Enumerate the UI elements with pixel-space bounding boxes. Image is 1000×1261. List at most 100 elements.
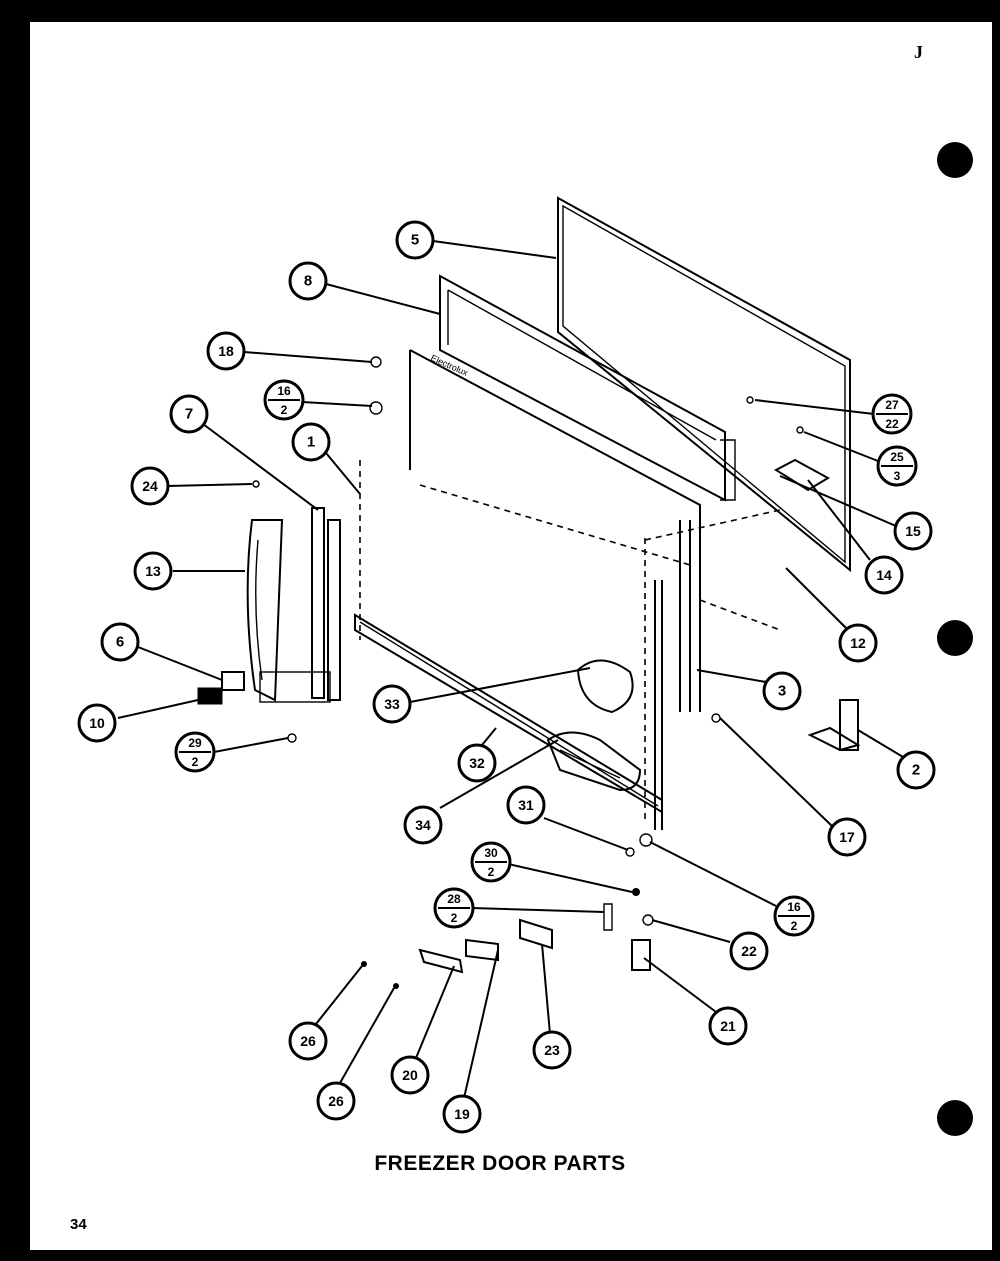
svg-text:10: 10 <box>89 715 105 731</box>
part-31-pin <box>625 847 635 857</box>
callout-16-2-top: 162 <box>263 379 305 421</box>
svg-text:22: 22 <box>885 417 899 431</box>
part-22-washer <box>642 914 654 926</box>
svg-text:23: 23 <box>544 1042 560 1058</box>
binder-hole-bottom <box>937 1100 973 1136</box>
svg-text:3: 3 <box>778 683 786 700</box>
svg-text:33: 33 <box>384 696 400 712</box>
binder-hole-middle <box>937 620 973 656</box>
svg-text:1: 1 <box>307 434 315 451</box>
callout-26-lower: 26 <box>316 1081 356 1121</box>
svg-text:15: 15 <box>905 523 921 539</box>
leader-lines <box>117 240 909 1099</box>
svg-text:26: 26 <box>328 1093 344 1109</box>
svg-text:30: 30 <box>484 846 498 860</box>
part-6-plate <box>221 671 245 691</box>
callout-24: 24 <box>130 466 170 506</box>
callout-3: 3 <box>762 671 802 711</box>
svg-text:31: 31 <box>518 797 534 813</box>
drawing-sheet <box>30 22 992 1250</box>
svg-text:34: 34 <box>415 817 431 833</box>
callout-17: 17 <box>827 817 867 857</box>
callout-13: 13 <box>133 551 173 591</box>
svg-text:16: 16 <box>787 900 801 914</box>
callout-34: 34 <box>403 805 443 845</box>
svg-text:24: 24 <box>142 478 158 494</box>
callout-5: 5 <box>395 220 435 260</box>
svg-text:29: 29 <box>188 736 202 750</box>
binder-hole-top <box>937 142 973 178</box>
svg-text:2: 2 <box>192 755 199 769</box>
svg-text:2: 2 <box>281 403 288 417</box>
part-16-bushing <box>639 833 653 847</box>
svg-text:20: 20 <box>402 1067 418 1083</box>
part-24-screw <box>252 480 260 488</box>
callout-19: 19 <box>442 1094 482 1134</box>
callout-12: 12 <box>838 623 878 663</box>
callout-16-2-bottom: 162 <box>773 895 815 937</box>
part-32-bottom-strip <box>354 613 663 814</box>
callout-26-upper: 26 <box>288 1021 328 1061</box>
svg-text:22: 22 <box>741 943 757 959</box>
callout-28-2: 282 <box>433 887 475 929</box>
callout-25-3: 253 <box>876 445 918 487</box>
part-18-plug <box>370 356 382 368</box>
svg-text:16: 16 <box>277 384 291 398</box>
callout-18: 18 <box>206 331 246 371</box>
svg-text:2: 2 <box>451 911 458 925</box>
svg-text:27: 27 <box>885 398 899 412</box>
svg-text:14: 14 <box>876 567 892 583</box>
svg-text:8: 8 <box>304 273 312 290</box>
part-29-screw <box>287 733 297 743</box>
svg-text:17: 17 <box>839 829 855 845</box>
part-17-plug <box>711 713 721 723</box>
callout-7: 7 <box>169 394 209 434</box>
svg-text:12: 12 <box>850 635 866 651</box>
callout-6: 6 <box>100 622 140 662</box>
svg-text:3: 3 <box>894 469 901 483</box>
svg-text:2: 2 <box>488 865 495 879</box>
part-1-inner-liner: Electrolux <box>359 349 736 712</box>
callout-31: 31 <box>506 785 546 825</box>
callout-32: 32 <box>457 743 497 783</box>
svg-text:19: 19 <box>454 1106 470 1122</box>
callout-8: 8 <box>288 261 328 301</box>
svg-text:6: 6 <box>116 634 124 651</box>
svg-text:18: 18 <box>218 343 234 359</box>
part-25-screw <box>796 426 804 434</box>
part-13-handle <box>246 507 341 703</box>
part-30-screw <box>632 888 640 896</box>
diagram-caption: FREEZER DOOR PARTS <box>374 1152 626 1175</box>
callout-15: 15 <box>893 511 933 551</box>
svg-text:26: 26 <box>300 1033 316 1049</box>
callout-1: 1 <box>291 422 331 462</box>
svg-text:7: 7 <box>185 406 193 423</box>
svg-text:5: 5 <box>411 232 419 249</box>
svg-text:2: 2 <box>791 919 798 933</box>
svg-text:28: 28 <box>447 892 461 906</box>
part-2-hinge-bracket <box>807 699 861 752</box>
part-26-screw-a <box>361 961 367 967</box>
callout-20: 20 <box>390 1055 430 1095</box>
callout-23: 23 <box>532 1030 572 1070</box>
part-28-screw <box>603 903 613 931</box>
part-21-pin <box>631 939 651 971</box>
svg-text:32: 32 <box>469 755 485 771</box>
part-3-side-rail <box>644 509 781 830</box>
part-20-bracket <box>418 948 464 974</box>
callout-29-2: 292 <box>174 731 216 773</box>
part-16-washer <box>369 401 383 415</box>
part-10-badge <box>197 687 223 705</box>
svg-text:21: 21 <box>720 1018 736 1034</box>
svg-text:2: 2 <box>912 762 920 779</box>
callout-30-2: 302 <box>470 841 512 883</box>
page-number: 34 <box>70 1216 87 1233</box>
callout-14: 14 <box>864 555 904 595</box>
part-27-screw <box>746 396 754 404</box>
part-5-outer-panel <box>557 196 851 573</box>
callout-22: 22 <box>729 931 769 971</box>
part-33-cap <box>576 659 634 714</box>
svg-text:13: 13 <box>145 563 161 579</box>
